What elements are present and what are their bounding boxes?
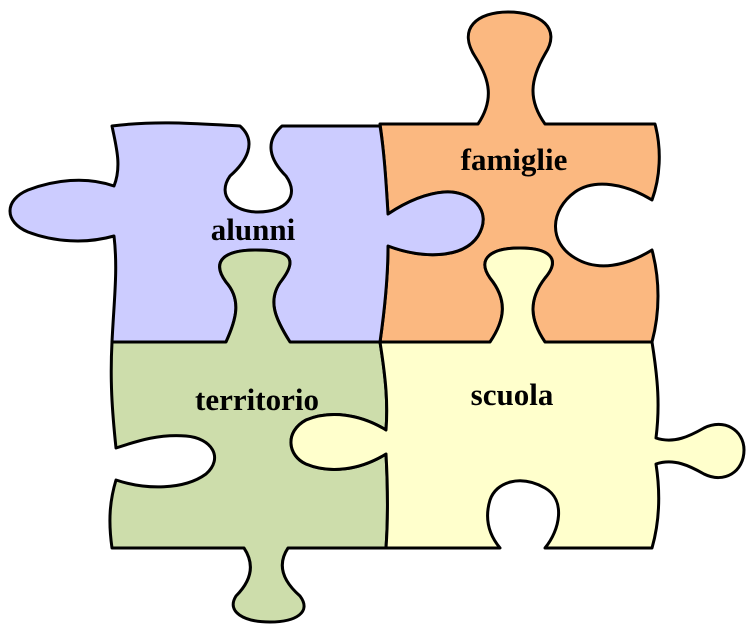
piece-scuola-shape (289, 246, 746, 550)
piece-alunni-label: alunni (211, 212, 296, 247)
piece-alunni: alunni (8, 121, 485, 344)
piece-famiglie-label: famiglie (461, 142, 568, 177)
piece-scuola: scuola (289, 246, 746, 550)
piece-alunni-shape (8, 121, 485, 344)
piece-territorio-label: territorio (195, 382, 319, 417)
piece-scuola-label: scuola (471, 377, 554, 412)
